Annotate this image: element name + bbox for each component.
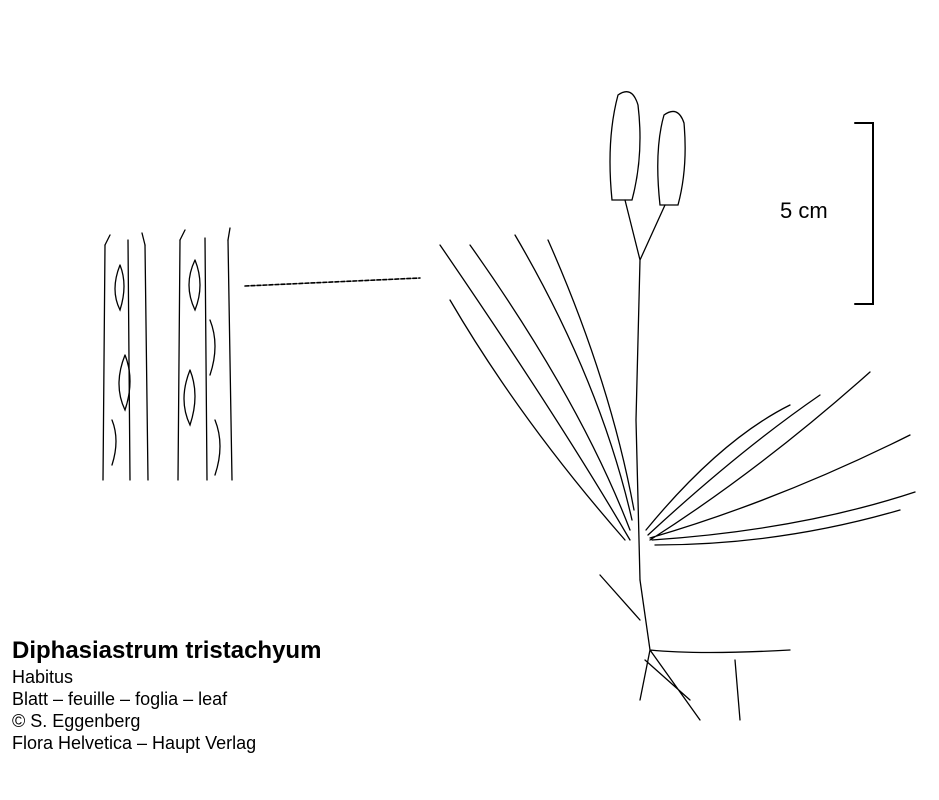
caption-line: Flora Helvetica – Haupt Verlag <box>12 733 257 753</box>
species-title: Diphasiastrum tristachyum <box>12 637 322 664</box>
caption: Diphasiastrum tristachyum Habitus Blatt … <box>12 636 321 754</box>
scale-bar <box>854 122 874 305</box>
connector-line <box>244 277 421 287</box>
leaf-detail <box>102 227 233 481</box>
plant <box>439 91 916 721</box>
caption-line: Habitus <box>12 667 74 687</box>
caption-line: Blatt – feuille – foglia – leaf <box>12 689 228 709</box>
scale-label: 5 cm <box>780 198 828 223</box>
caption-line: © S. Eggenberg <box>12 711 141 731</box>
